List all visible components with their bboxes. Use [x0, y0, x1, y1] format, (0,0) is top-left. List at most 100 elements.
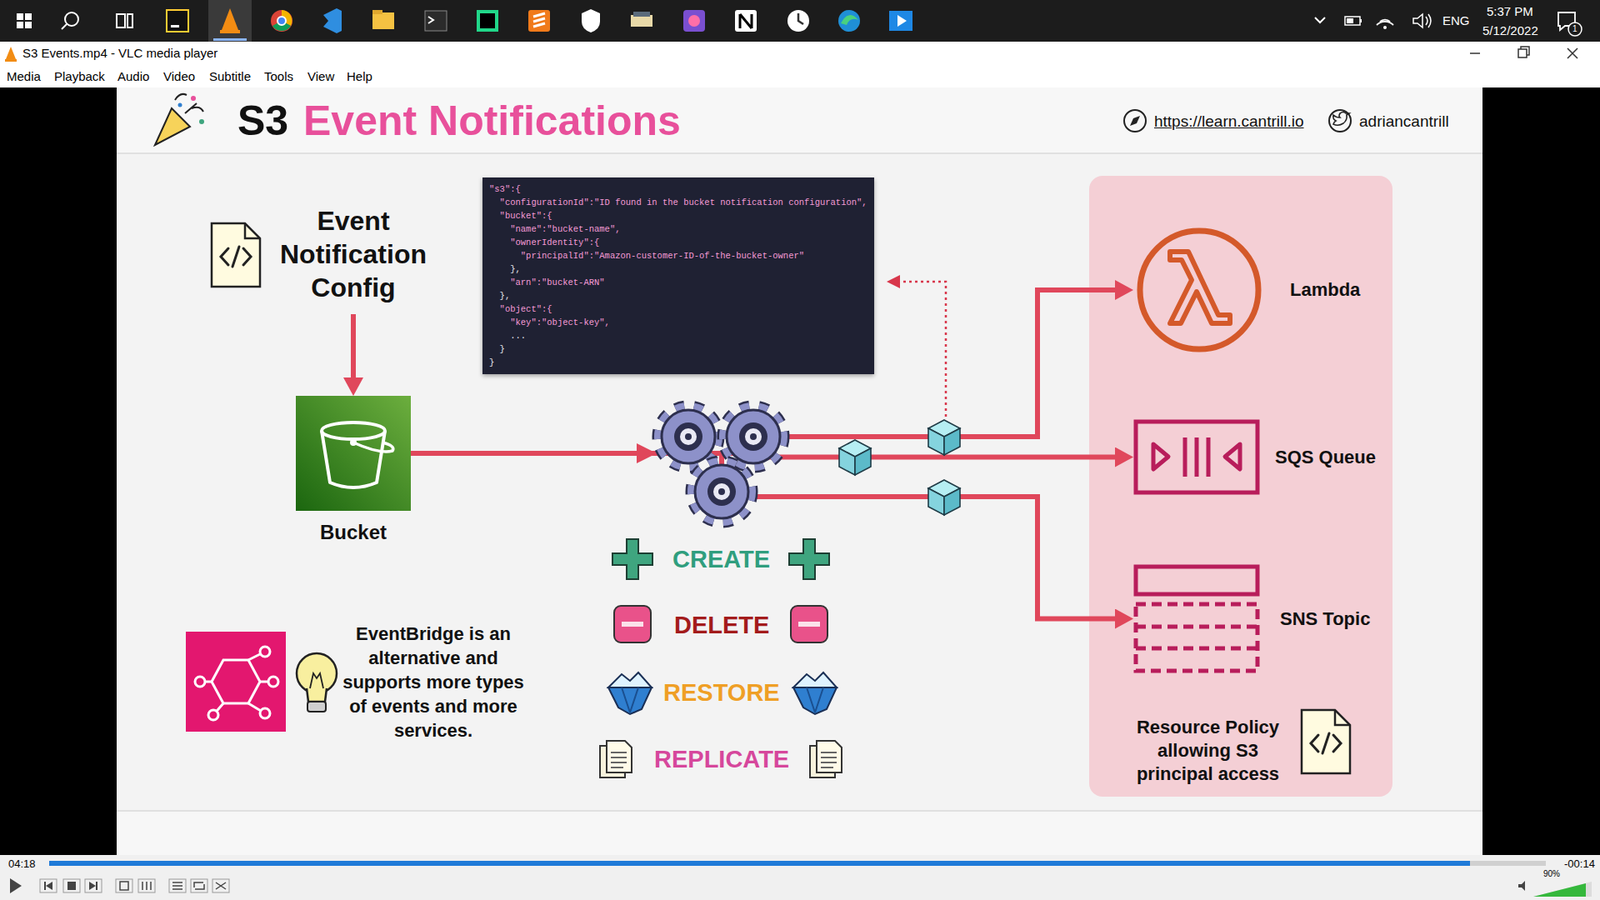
- lightbulb-icon-part: [307, 701, 326, 712]
- code-line: },: [489, 262, 868, 276]
- eventbridge-icon-part: [185, 631, 286, 732]
- player-controls-part: [172, 882, 183, 890]
- taskbar-icons-part: [889, 10, 913, 31]
- code-line: ...: [489, 329, 868, 343]
- event-type-icons-part: [612, 539, 653, 580]
- taskbar-icons-part: [1345, 16, 1360, 25]
- event-type-icons-part: [608, 672, 652, 715]
- sqs-icon: [1133, 419, 1260, 495]
- taskbar-icons-part: [683, 10, 705, 32]
- code-line: "principalId":"Amazon-customer-ID-of-the…: [489, 249, 868, 263]
- taskbar-icons-part: [220, 30, 240, 34]
- bucket-icon-part-part: [353, 442, 394, 452]
- player-controls-part: [89, 881, 96, 890]
- taskbar-icons-part: [528, 10, 550, 32]
- player-controls-part: [120, 881, 129, 890]
- eventbridge-icon-part: [268, 676, 279, 687]
- taskbar-icons-part: [65, 12, 79, 26]
- lightbulb-icon: [296, 653, 337, 712]
- eventbridge-icon: [185, 631, 286, 732]
- menu-item: Media: [6, 69, 41, 85]
- player-controls: [10, 860, 1592, 897]
- player-controls-part: [67, 881, 76, 890]
- menu-item: Video: [163, 69, 195, 85]
- menu-item: View: [307, 69, 335, 85]
- event-type-icons-part: [789, 539, 830, 580]
- bucket-icon-part-part: [321, 430, 385, 488]
- eventbridge-note-holder: EventBridge is an alternative and suppor…: [335, 621, 531, 743]
- taskbar-icons-part: [581, 9, 600, 33]
- player-controls-part: [10, 878, 22, 894]
- lightbulb-icon-part: [310, 673, 324, 689]
- taskbar-icons-part: [166, 10, 189, 32]
- menu-item-holder: View: [307, 69, 335, 85]
- title-bar: [0, 41, 1600, 65]
- taskbar-icons-part: [735, 10, 757, 32]
- event-type-icons-part: [600, 740, 632, 778]
- remaining-time-holder: -00:14: [1564, 857, 1595, 871]
- event-messages-part: [839, 440, 871, 475]
- sqs-icon-part-part: [1225, 444, 1240, 470]
- taskbar-icons-part: [1568, 22, 1582, 36]
- event-type: CREATE: [672, 545, 770, 575]
- taskbar-icons-part: [270, 10, 293, 32]
- bucket-icon-part-part: [321, 422, 385, 440]
- party-popper-part: [175, 94, 204, 114]
- menu-item: Subtitle: [209, 69, 251, 85]
- taskbar-icons-part: [480, 13, 495, 29]
- code-line: "object":{: [489, 302, 868, 316]
- taskbar-icons-part: [221, 8, 239, 30]
- sns-icon: [1133, 564, 1260, 674]
- taskbar-icons-part: [116, 14, 125, 28]
- event-type: RESTORE: [663, 678, 780, 708]
- slide-title-holder: S3: [237, 95, 289, 146]
- player-controls-part: [1533, 881, 1592, 897]
- sns-icon-part-part: [1135, 566, 1258, 595]
- player-controls-part: [63, 879, 80, 893]
- course-url: https://learn.cantrill.io: [1154, 111, 1305, 131]
- event-type-icons-part: [810, 740, 842, 778]
- bucket-icon-part-part: [350, 439, 357, 446]
- event-type-icons-part: [614, 605, 651, 643]
- clock-date: 5/12/2022: [1482, 23, 1539, 39]
- slide-footer: [116, 811, 1483, 855]
- eventbridge-icon-part: [195, 676, 205, 687]
- elapsed-time-holder: 04:18: [8, 857, 36, 871]
- twitter-handle: adriancantrill: [1359, 111, 1450, 131]
- sqs-icon-part: [1133, 419, 1260, 495]
- lambda-icon: [1133, 226, 1265, 354]
- lightbulb-icon-part: [306, 688, 327, 702]
- taskbar-icons-part: [787, 10, 810, 32]
- slide-title: Event Notifications: [303, 95, 681, 146]
- policy-note-holder: Resource Policy allowing S3 principal ac…: [1122, 715, 1294, 786]
- link-icons: [1124, 110, 1351, 132]
- player-controls-part: [1518, 880, 1525, 891]
- player-controls-part: [40, 879, 57, 893]
- header-rule: [116, 152, 1483, 155]
- window-chrome-part: [5, 59, 17, 62]
- notification-count: 1: [1572, 24, 1578, 35]
- policy-file-icon: [1301, 710, 1350, 774]
- taskbar-icons-part: [897, 15, 907, 27]
- window-chrome-part: [1567, 48, 1578, 59]
- code-line: }: [489, 355, 868, 370]
- sqs-icon-part-part: [1185, 437, 1209, 477]
- player-controls-part: [212, 879, 230, 893]
- taskbar-icons-part: [1413, 14, 1423, 28]
- player-controls-part: [49, 860, 1470, 866]
- sqs-icon-part-part: [1153, 444, 1169, 470]
- taskbar-icons-part: [633, 11, 650, 17]
- control-bar: [0, 855, 1600, 900]
- message-format-leader-part: [898, 281, 946, 417]
- window-title-holder: S3 Events.mp4 - VLC media player: [22, 45, 218, 61]
- taskbar-icons-part: [1376, 20, 1394, 25]
- taskbar-icons-part: [533, 13, 545, 27]
- code-line: "key":"object-key",: [489, 315, 868, 330]
- taskbar-icons-part: [688, 15, 700, 27]
- slide: [116, 87, 1483, 855]
- slide-title: S3: [237, 95, 289, 146]
- player-controls-part: [45, 881, 53, 890]
- taskbar-icons-part: [428, 16, 434, 24]
- window-title: S3 Events.mp4 - VLC media player: [22, 45, 218, 61]
